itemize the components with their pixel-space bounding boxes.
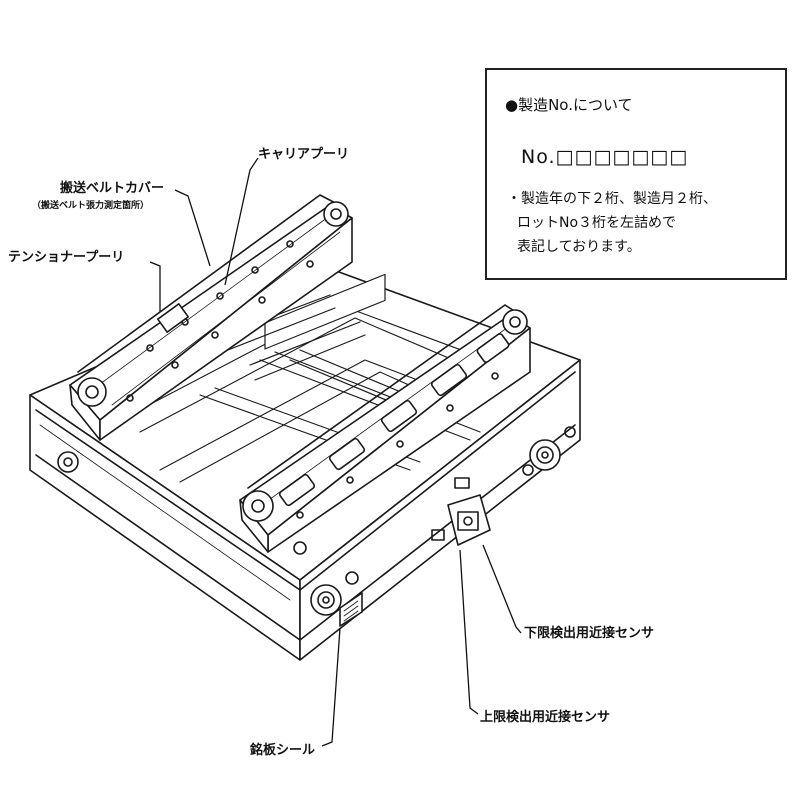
- belt-cover-note-label: （搬送ベルト張力測定箇所）: [32, 201, 150, 211]
- nameplate-label: 銘板シール: [250, 743, 316, 758]
- belt-cover-label: 搬送ベルトカバー: [60, 181, 165, 196]
- note-line: ・製造年の下２桁、製造月２桁、: [507, 191, 717, 207]
- tension-pulley-label: テンショナープーリ: [8, 250, 125, 265]
- sensor-bracket: [431, 477, 491, 546]
- upper-sensor-label: 上限検出用近接センサ: [480, 710, 611, 725]
- carrier-pulley-label: キャリアプーリ: [258, 147, 350, 162]
- note-line: 表記しております。: [517, 239, 641, 255]
- note-title: ●製造No.について: [505, 96, 633, 114]
- leader-lines: [149, 157, 522, 747]
- right-belt-rail: [239, 304, 531, 553]
- nameplate-sticker: [339, 592, 363, 627]
- serial-number-note: ●製造No.について No.□□□□□□□ ・製造年の下２桁、製造月２桁、 ロッ…: [485, 68, 787, 280]
- frame-pulleys: [57, 426, 576, 616]
- note-line: ロットNo３桁を左詰めで: [517, 215, 677, 231]
- left-belt-rail: [69, 194, 353, 441]
- lower-sensor-label: 下限検出用近接センサ: [524, 626, 655, 641]
- serial-number-placeholder: No.□□□□□□□: [521, 146, 689, 168]
